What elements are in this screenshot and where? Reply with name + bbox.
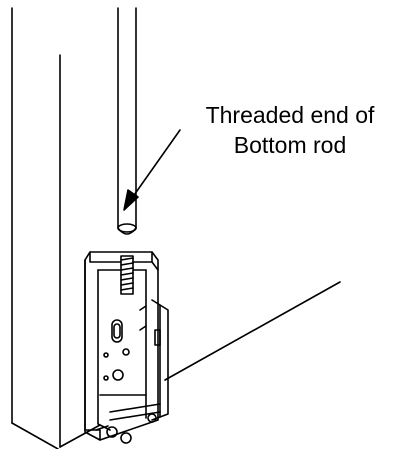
floor-line (164, 281, 341, 381)
door-panel (11, 7, 101, 449)
mounting-hole (122, 348, 130, 356)
threaded-stud (120, 255, 134, 295)
bracket-assembly (84, 251, 169, 444)
roller (147, 413, 157, 423)
leader-arrow (123, 129, 181, 211)
callout-line-1: Threaded end of (205, 102, 375, 128)
callout-label: Threaded end of Bottom rod (190, 100, 390, 160)
callout-line-2: Bottom rod (233, 132, 347, 158)
roller (120, 432, 132, 444)
roller (106, 426, 118, 438)
mounting-hole (112, 369, 124, 381)
slot (111, 319, 123, 343)
